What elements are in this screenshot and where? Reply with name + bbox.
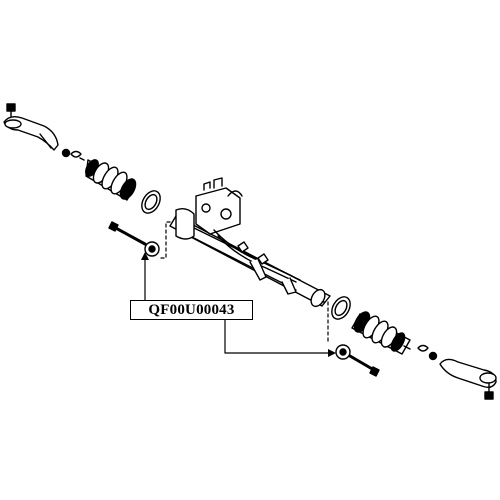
rack-housing xyxy=(169,177,331,308)
part-number-label: QF00U00043 xyxy=(130,300,253,320)
reference-dash-lines xyxy=(159,221,329,343)
right-tie-rod-end xyxy=(439,358,497,400)
leader-arrowheads xyxy=(141,252,336,357)
label-leader-lines xyxy=(144,257,331,354)
right-lock-nut xyxy=(417,344,438,361)
left-lock-nut xyxy=(61,148,82,158)
left-boot xyxy=(79,157,137,201)
left-inner-tie-rod xyxy=(108,221,160,257)
right-boot xyxy=(351,311,411,355)
left-tie-rod-end xyxy=(3,103,59,151)
right-inner-tie-rod xyxy=(335,344,380,377)
